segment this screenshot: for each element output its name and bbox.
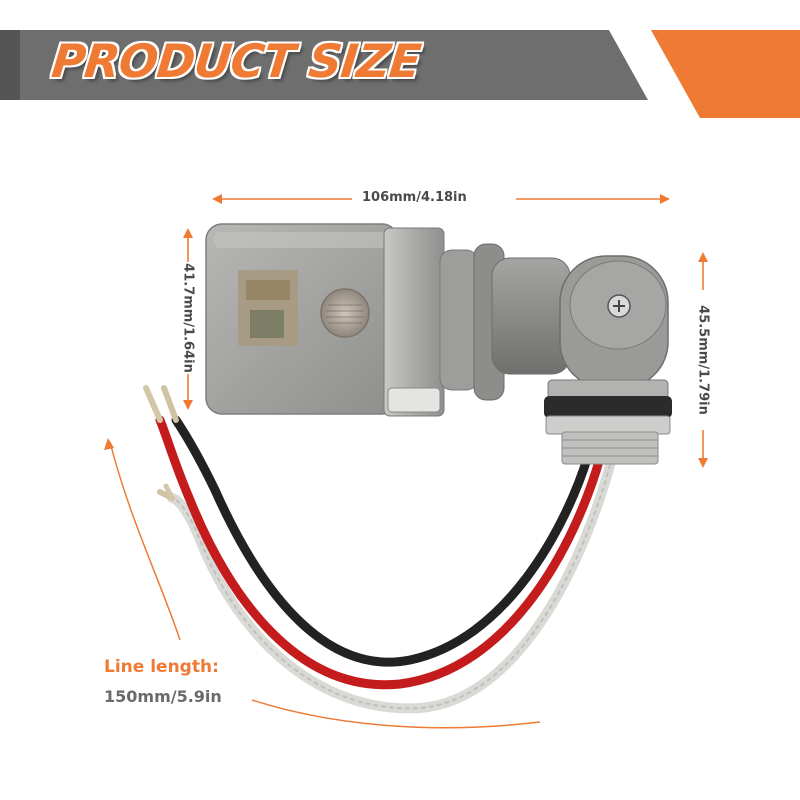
line-length-label: Line length:	[104, 657, 219, 677]
right-height-dimension-line	[698, 252, 708, 468]
line-length-arc	[104, 438, 541, 729]
banner-gray-band	[0, 30, 800, 100]
lock-nut	[544, 379, 672, 465]
mounting-band	[383, 227, 445, 417]
swivel-neck	[439, 243, 571, 401]
left-height-label: 41.7mm/1.64in	[180, 263, 196, 373]
header-banner: PRODUCT SIZE	[0, 0, 800, 120]
photo-eye-icon	[320, 288, 370, 338]
width-label: 106mm/4.18in	[362, 190, 467, 205]
swivel-knuckle	[559, 255, 669, 389]
banner-shapes	[0, 14, 800, 118]
banner-white-stripe	[600, 14, 700, 118]
banner-left-edge	[0, 30, 20, 100]
wires	[143, 385, 617, 714]
left-height-dimension-line	[183, 228, 193, 410]
right-height-label: 45.5mm/1.79in	[695, 305, 711, 415]
sensor-body	[205, 223, 399, 415]
width-dimension-line	[212, 194, 670, 204]
line-length-value: 150mm/5.9in	[104, 687, 222, 706]
